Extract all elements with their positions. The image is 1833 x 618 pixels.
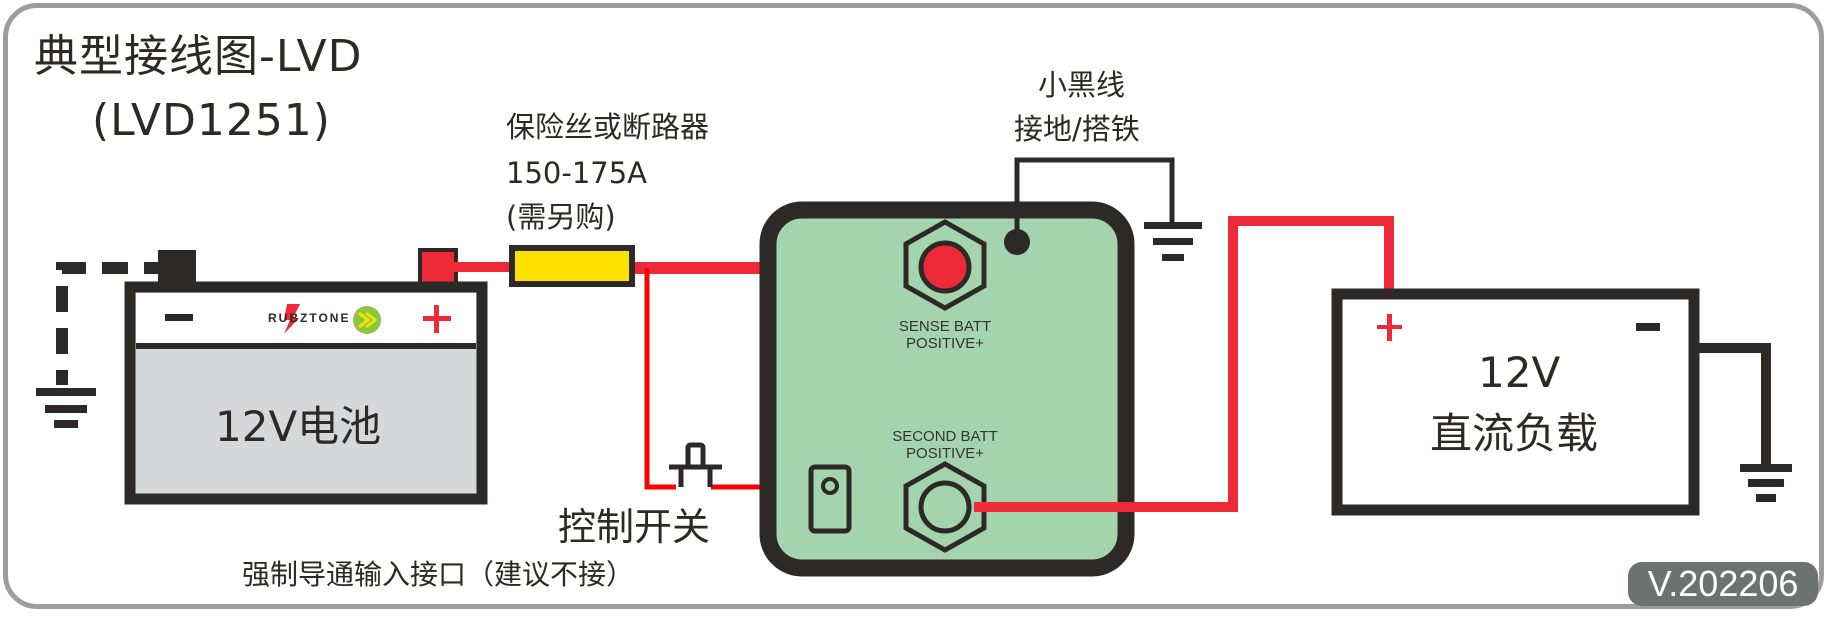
second-batt-terminal	[903, 461, 987, 553]
fuse-icon	[509, 245, 635, 287]
load-plus-sign-icon	[1377, 314, 1402, 341]
sense-batt-label-line1: SENSE BATT	[898, 318, 992, 335]
load-minus-sign-icon	[1636, 323, 1660, 331]
load-ground-symbol-icon	[1740, 464, 1792, 502]
brand-name: RUBZTONE	[268, 311, 351, 325]
control-switch-label: 控制开关	[558, 505, 711, 549]
battery-ground-symbol-icon	[36, 388, 96, 428]
ground-wire-label: 小黑线	[1038, 68, 1126, 102]
fuse-label: 保险丝或断路器	[506, 110, 710, 144]
page-subtitle: (LVD1251)	[92, 95, 331, 146]
battery-negative-dashed-wire	[56, 262, 170, 385]
second-terminal-post-icon	[918, 480, 972, 534]
sense-batt-terminal	[903, 219, 987, 311]
load-label: 直流负载	[1430, 409, 1599, 458]
second-batt-label: SECOND BATT POSITIVE+	[870, 428, 1020, 462]
second-batt-label-line2: POSITIVE+	[906, 445, 984, 462]
battery-plus-sign-icon	[423, 305, 451, 333]
version-badge: V.202206	[1628, 562, 1818, 606]
sense-batt-label: SENSE BATT POSITIVE+	[880, 318, 1010, 352]
battery	[124, 248, 488, 505]
hex-nut-icon	[903, 219, 987, 311]
second-batt-label-line1: SECOND BATT	[892, 428, 998, 445]
hex-nut-icon	[903, 461, 987, 553]
load-ground-wire	[1694, 343, 1771, 465]
fuse-note: (需另购)	[506, 200, 616, 234]
ground-wire-note: 接地/搭铁	[1014, 112, 1140, 146]
battery-label: 12V电池	[215, 402, 382, 451]
diagram-frame	[3, 3, 1824, 609]
fuse-rating: 150-175A	[506, 156, 648, 190]
dc-load	[1331, 288, 1700, 516]
ground-wire	[1014, 157, 1175, 242]
lvd-module-body	[759, 201, 1135, 577]
load-positive-wire	[974, 216, 1394, 512]
push-button-switch-icon[interactable]	[669, 442, 722, 487]
page-title: 典型接线图-LVD	[34, 31, 363, 82]
force-input-label: 强制导通输入接口（建议不接）	[242, 558, 635, 591]
sense-batt-label-line2: POSITIVE+	[906, 335, 984, 352]
lightning-icon	[284, 304, 300, 334]
battery-minus-sign-icon	[165, 314, 193, 321]
module-ground-symbol-icon	[1144, 222, 1202, 261]
battery-positive-terminal	[418, 248, 458, 286]
dc-load-body	[1331, 288, 1700, 516]
battery-negative-terminal	[158, 250, 196, 284]
lvd-module	[759, 201, 1135, 577]
brand-logo	[284, 304, 381, 334]
force-input-port	[808, 464, 852, 534]
sense-terminal-post-icon	[918, 240, 972, 294]
load-voltage-label: 12V	[1478, 348, 1561, 397]
